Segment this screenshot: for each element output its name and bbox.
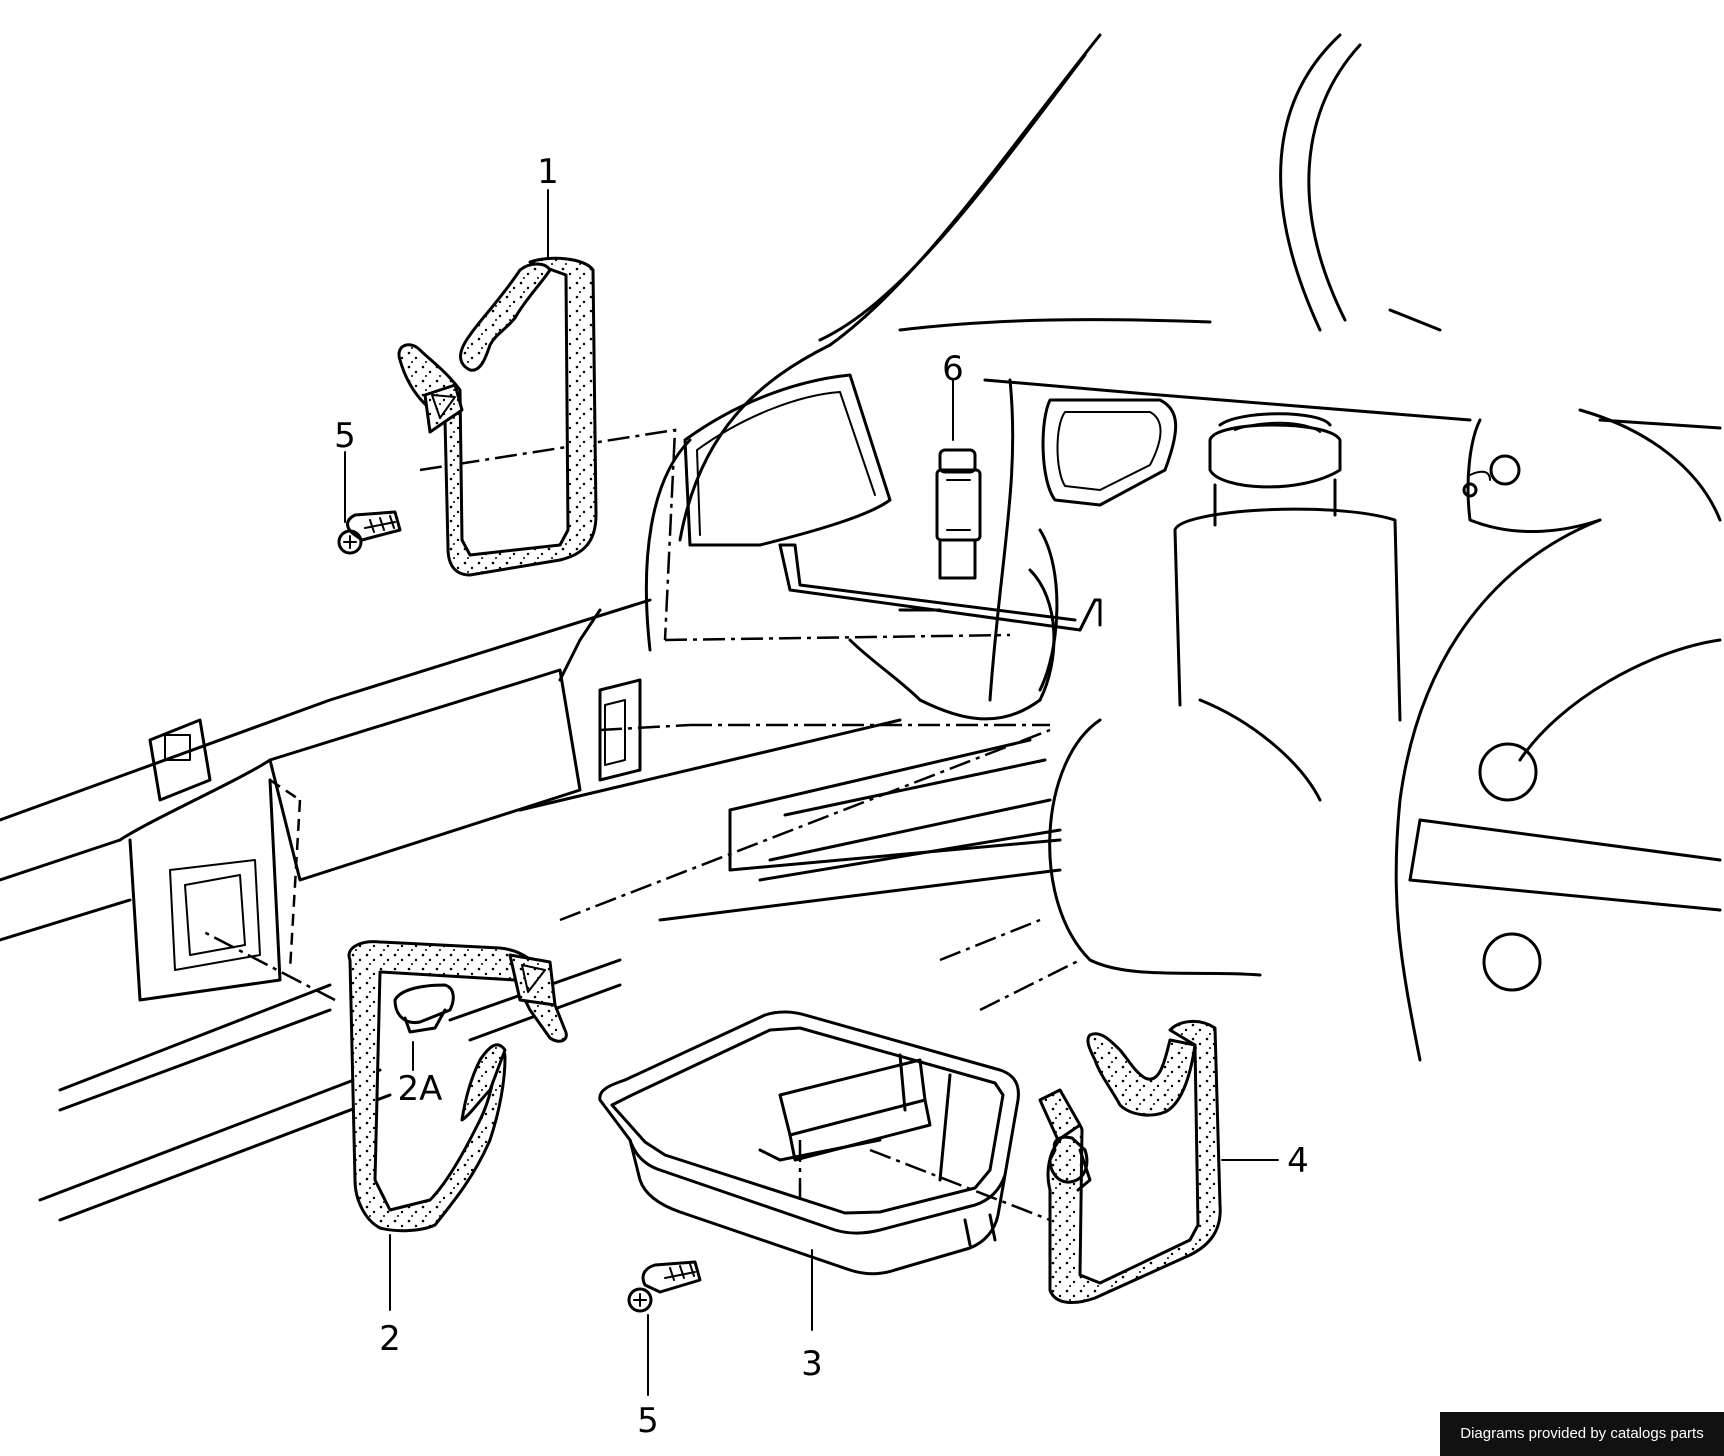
callout-2a: 2A: [398, 1069, 443, 1109]
part-4-foam-seal: [1038, 1020, 1222, 1304]
callout-5-bottom: 5: [637, 1401, 659, 1441]
callout-1: 1: [537, 152, 559, 192]
callout-5-top: 5: [334, 416, 356, 456]
part-2-foam-seal: [347, 940, 568, 1233]
callout-4: 4: [1287, 1141, 1309, 1181]
callout-3: 3: [801, 1344, 823, 1384]
part-5-screw-top: [337, 510, 402, 555]
part-1-foam-seal: [397, 256, 598, 577]
part-5-screw-bottom: [627, 1260, 702, 1313]
callout-leaders: [344, 189, 1279, 1396]
trunk-body-outline: [0, 33, 1722, 1222]
callout-6: 6: [942, 349, 964, 389]
credit-banner: Diagrams provided by catalogs parts: [1440, 1412, 1724, 1456]
part-3-storage-tray: [598, 1010, 1020, 1276]
callout-2: 2: [379, 1319, 401, 1359]
